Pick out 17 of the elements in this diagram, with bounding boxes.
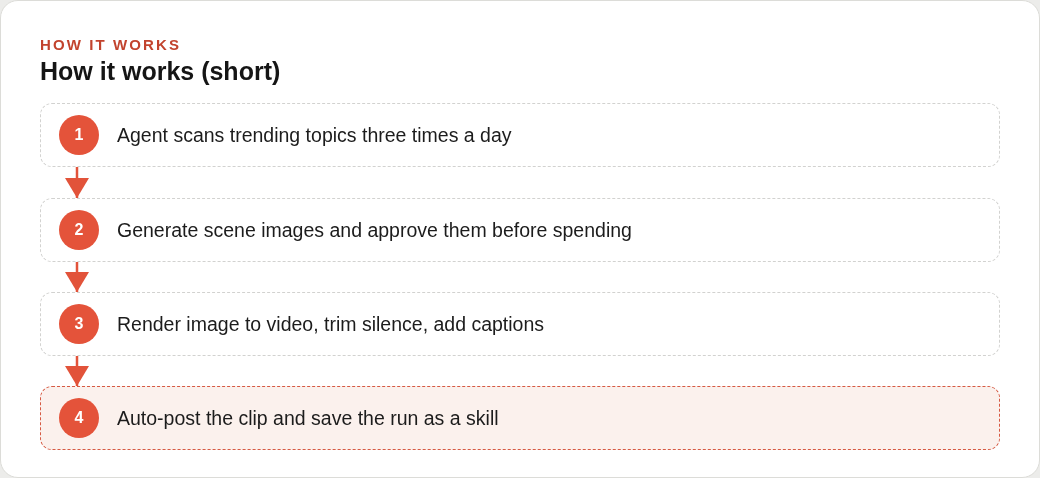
step-text: Generate scene images and approve them before spending [117,217,632,243]
step-text: Auto-post the clip and save the run as a skill [117,405,499,431]
step-box [40,386,1000,450]
step-box [40,198,1000,262]
step-box [40,292,1000,356]
title: How it works (short) [40,56,281,87]
step-text: Render image to video, trim silence, add captions [117,311,545,337]
step-number: 3 [59,304,99,344]
arrow [65,356,89,386]
eyebrow-label: HOW IT WORKS [40,37,182,52]
step-number: 1 [59,115,99,155]
step-number: 4 [59,398,99,438]
step-text: Agent scans trending topics three times a day [117,122,512,148]
arrow [65,262,89,292]
step-number: 2 [59,210,99,250]
arrow [65,167,89,198]
step-box [40,103,1000,167]
